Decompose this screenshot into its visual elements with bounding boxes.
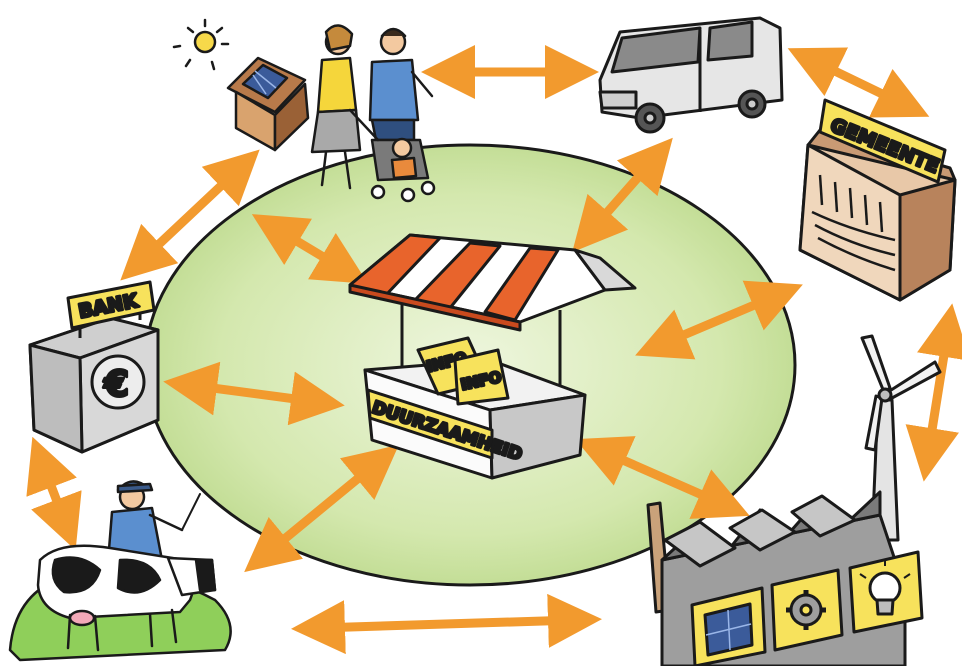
house-with-solar-panel: [228, 58, 308, 150]
bank-building: € BANK: [30, 282, 158, 452]
info-flyer-2: INFO: [455, 350, 508, 404]
arrow-van-gemeente: [812, 60, 905, 105]
arrow-farmer-factory: [318, 620, 575, 628]
gear-icon: [772, 570, 842, 650]
gemeente-building: GEMEENTE: [800, 100, 955, 300]
delivery-van: [600, 18, 782, 132]
sun-icon: [174, 20, 228, 69]
arrow-gemeente-factory: [928, 330, 948, 455]
euro-symbol: €: [103, 364, 129, 405]
farmer-with-cow: [10, 481, 231, 660]
euro-icon: €: [92, 356, 144, 408]
arrow-bank-farmer: [42, 462, 66, 525]
lightbulb-icon: [850, 552, 922, 632]
